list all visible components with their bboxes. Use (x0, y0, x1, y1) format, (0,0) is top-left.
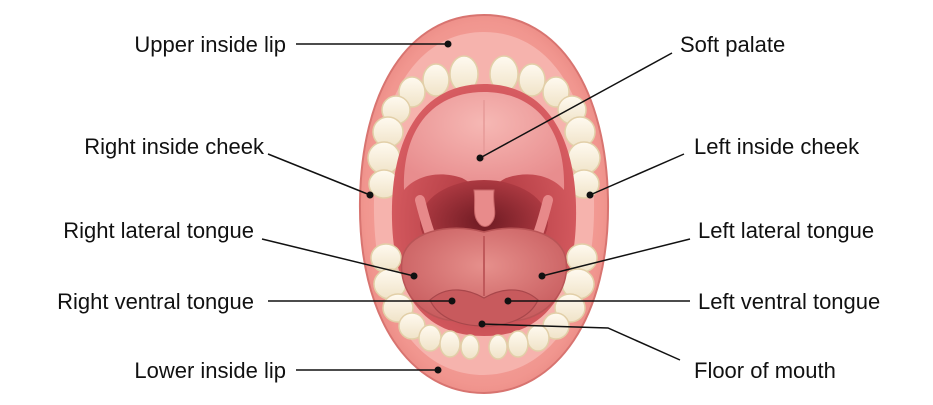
label-lower-inside-lip: Lower inside lip (134, 358, 286, 383)
label-right-inside-cheek: Right inside cheek (84, 134, 265, 159)
leader-right-inside-cheek (268, 154, 370, 195)
dot-right-ventral-tongue (449, 298, 456, 305)
dot-left-ventral-tongue (505, 298, 512, 305)
dot-upper-inside-lip (445, 41, 452, 48)
dot-lower-inside-lip (435, 367, 442, 374)
label-right-ventral-tongue: Right ventral tongue (57, 289, 254, 314)
label-upper-inside-lip: Upper inside lip (134, 32, 286, 57)
label-floor-of-mouth: Floor of mouth (694, 358, 836, 383)
label-left-inside-cheek: Left inside cheek (694, 134, 860, 159)
dot-left-inside-cheek (587, 192, 594, 199)
uvula (474, 190, 495, 227)
dot-right-lateral-tongue (411, 273, 418, 280)
dot-floor-of-mouth (479, 321, 486, 328)
label-right-lateral-tongue: Right lateral tongue (63, 218, 254, 243)
label-soft-palate: Soft palate (680, 32, 785, 57)
dot-left-lateral-tongue (539, 273, 546, 280)
label-left-ventral-tongue: Left ventral tongue (698, 289, 880, 314)
label-left-lateral-tongue: Left lateral tongue (698, 218, 874, 243)
dot-right-inside-cheek (367, 192, 374, 199)
dot-soft-palate (477, 155, 484, 162)
